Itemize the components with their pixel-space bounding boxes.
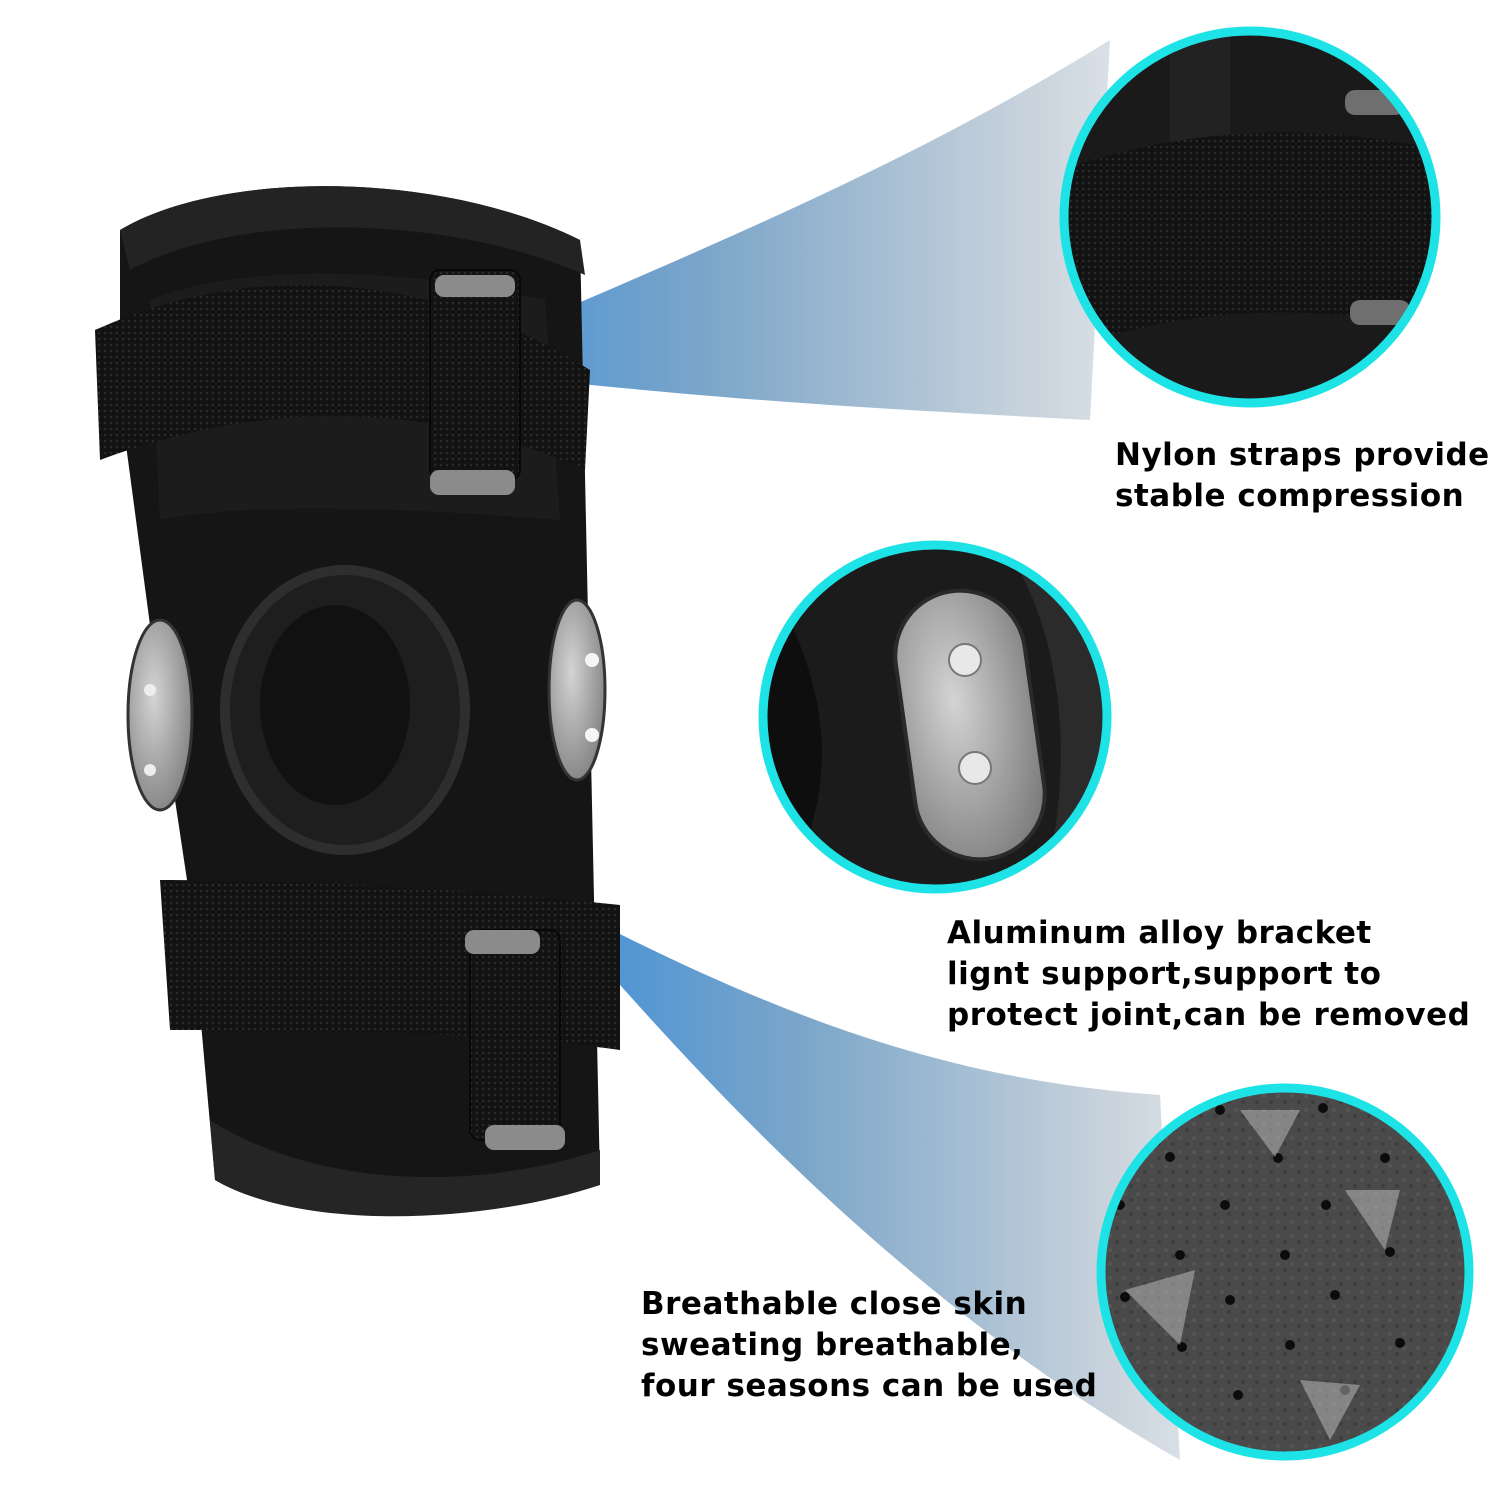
callout-beam-straps bbox=[430, 40, 1110, 420]
caption-line: Nylon straps provide bbox=[1115, 437, 1490, 473]
detail-circle-breathable bbox=[1096, 1083, 1474, 1461]
caption-line: sweating breathable, bbox=[641, 1327, 1024, 1363]
knee-brace bbox=[95, 186, 620, 1217]
caption-line: Breathable close skin bbox=[641, 1286, 1028, 1322]
caption-breathable: Breathable close skin sweating breathabl… bbox=[641, 1284, 1097, 1407]
detail-circle-straps bbox=[1059, 26, 1441, 408]
caption-line: Aluminum alloy bracket bbox=[947, 915, 1372, 951]
detail-circle-bracket bbox=[758, 540, 1112, 894]
caption-line: stable compression bbox=[1115, 478, 1465, 514]
caption-bracket: Aluminum alloy bracket lignt support,sup… bbox=[947, 913, 1470, 1036]
callout-beam-breathable bbox=[540, 893, 1180, 1460]
caption-straps: Nylon straps provide stable compression bbox=[1115, 435, 1490, 517]
caption-line: lignt support,support to bbox=[947, 956, 1382, 992]
caption-line: four seasons can be used bbox=[641, 1368, 1098, 1404]
caption-line: protect joint,can be removed bbox=[947, 997, 1471, 1033]
